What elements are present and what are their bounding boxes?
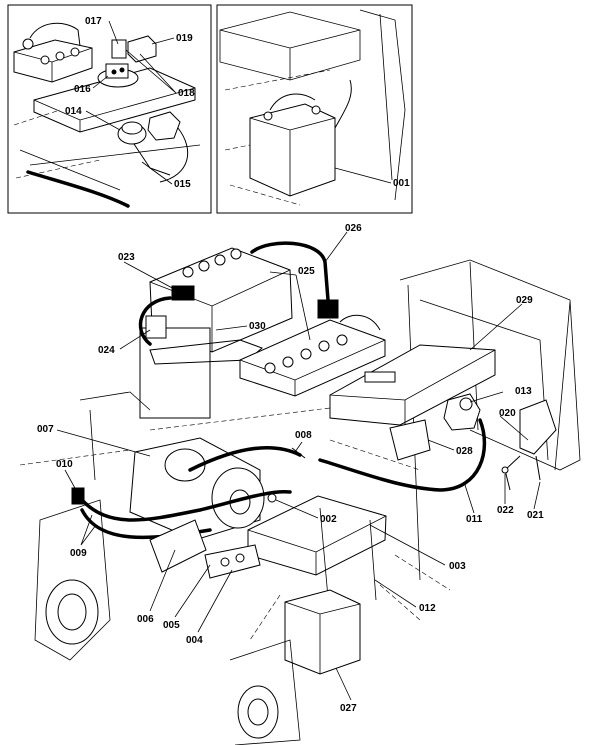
callout-012: 012	[419, 603, 436, 614]
callout-021: 021	[527, 510, 544, 521]
callout-023: 023	[118, 252, 135, 263]
callout-020: 020	[499, 408, 516, 419]
callout-006: 006	[137, 614, 154, 625]
inset-frames	[7, 4, 413, 214]
callout-019: 019	[176, 33, 193, 44]
callout-018: 018	[178, 88, 195, 99]
leader-lines	[56, 20, 541, 701]
callout-017: 017	[85, 16, 102, 27]
callout-001: 001	[393, 178, 410, 189]
callout-005: 005	[163, 620, 180, 631]
callout-027: 027	[340, 703, 357, 714]
main-assembly	[19, 241, 581, 745]
callout-010: 010	[56, 459, 73, 470]
callout-029: 029	[516, 295, 533, 306]
callout-007: 007	[37, 424, 54, 435]
callout-009: 009	[70, 548, 87, 559]
callout-004: 004	[186, 635, 203, 646]
callout-011: 011	[466, 514, 483, 525]
callout-022: 022	[497, 505, 514, 516]
callout-008: 008	[295, 430, 312, 441]
callout-015: 015	[174, 179, 191, 190]
inset-left-detail	[13, 22, 201, 208]
inset-right-detail	[219, 9, 406, 206]
callout-002: 002	[320, 514, 337, 525]
callout-003: 003	[449, 561, 466, 572]
callout-026: 026	[345, 223, 362, 234]
callout-labels: 017 019 018 016 014 015 001 026 023 025 …	[37, 16, 544, 714]
callout-024: 024	[98, 345, 115, 356]
callout-030: 030	[249, 321, 266, 332]
callout-016: 016	[74, 84, 91, 95]
callout-028: 028	[456, 446, 473, 457]
callout-014: 014	[65, 106, 82, 117]
callout-025: 025	[298, 266, 315, 277]
callout-013: 013	[515, 386, 532, 397]
